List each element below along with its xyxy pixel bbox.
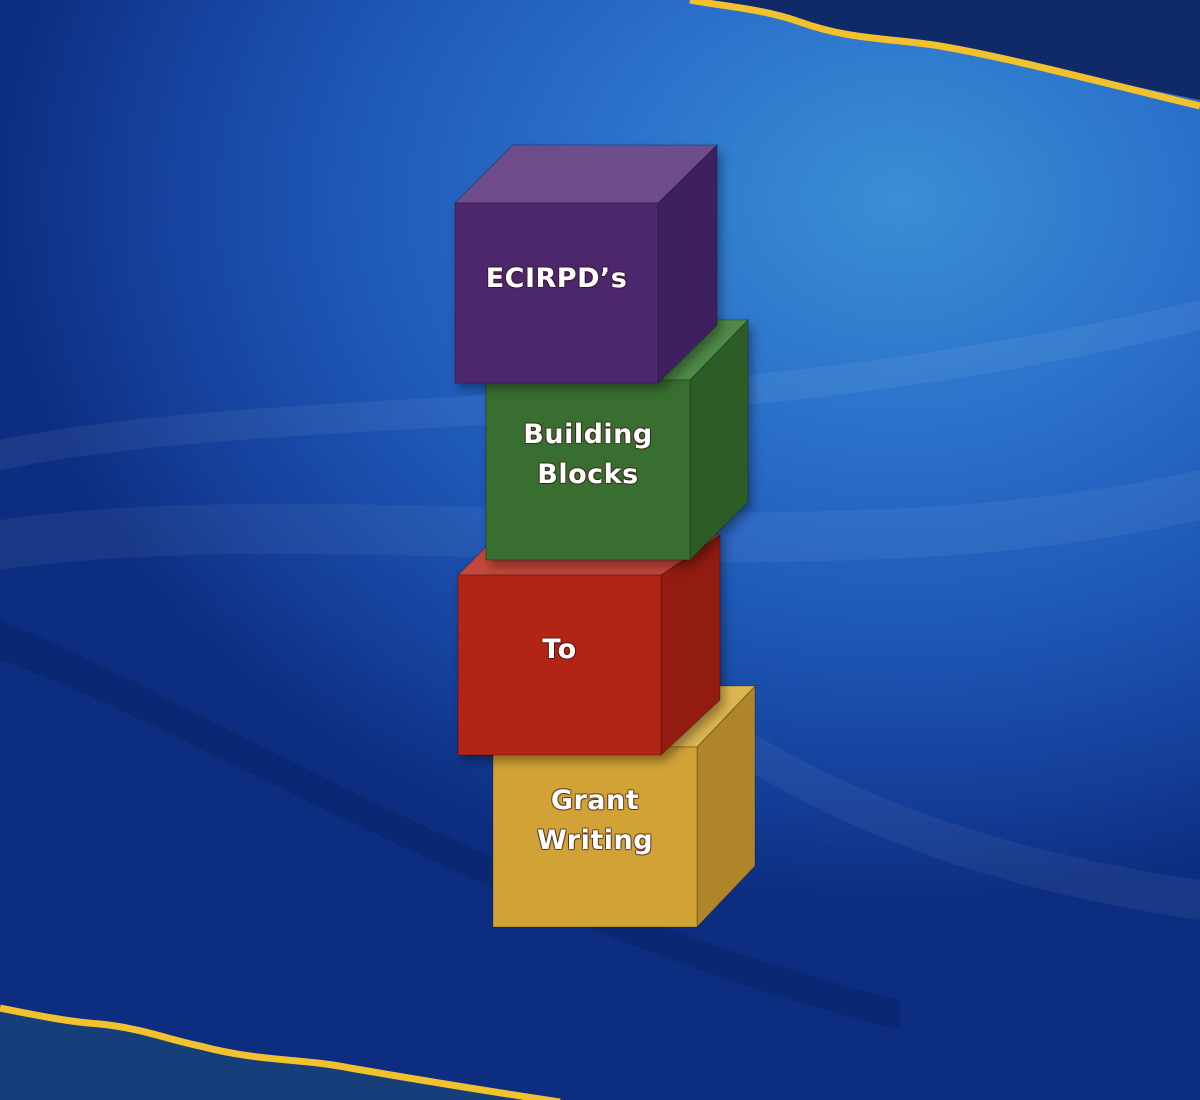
block-purple-shape <box>453 143 719 385</box>
label-line: To <box>542 634 577 665</box>
label-line: Grant <box>550 785 640 816</box>
block-purple-label: ECIRPD’s <box>455 259 658 299</box>
block-green-label: Building Blocks <box>486 415 690 495</box>
gold-stripe-bottom <box>0 1004 561 1100</box>
block-red: To <box>456 534 722 757</box>
gold-stripe-top <box>689 0 1200 110</box>
label-line: Building <box>523 419 653 450</box>
label-line: ECIRPD’s <box>485 263 628 294</box>
block-red-label: To <box>458 630 661 670</box>
block-purple: ECIRPD’s <box>453 143 719 385</box>
block-gold-label: Grant Writing <box>493 781 697 861</box>
label-line: Writing <box>536 825 654 856</box>
label-line: Blocks <box>537 459 639 490</box>
